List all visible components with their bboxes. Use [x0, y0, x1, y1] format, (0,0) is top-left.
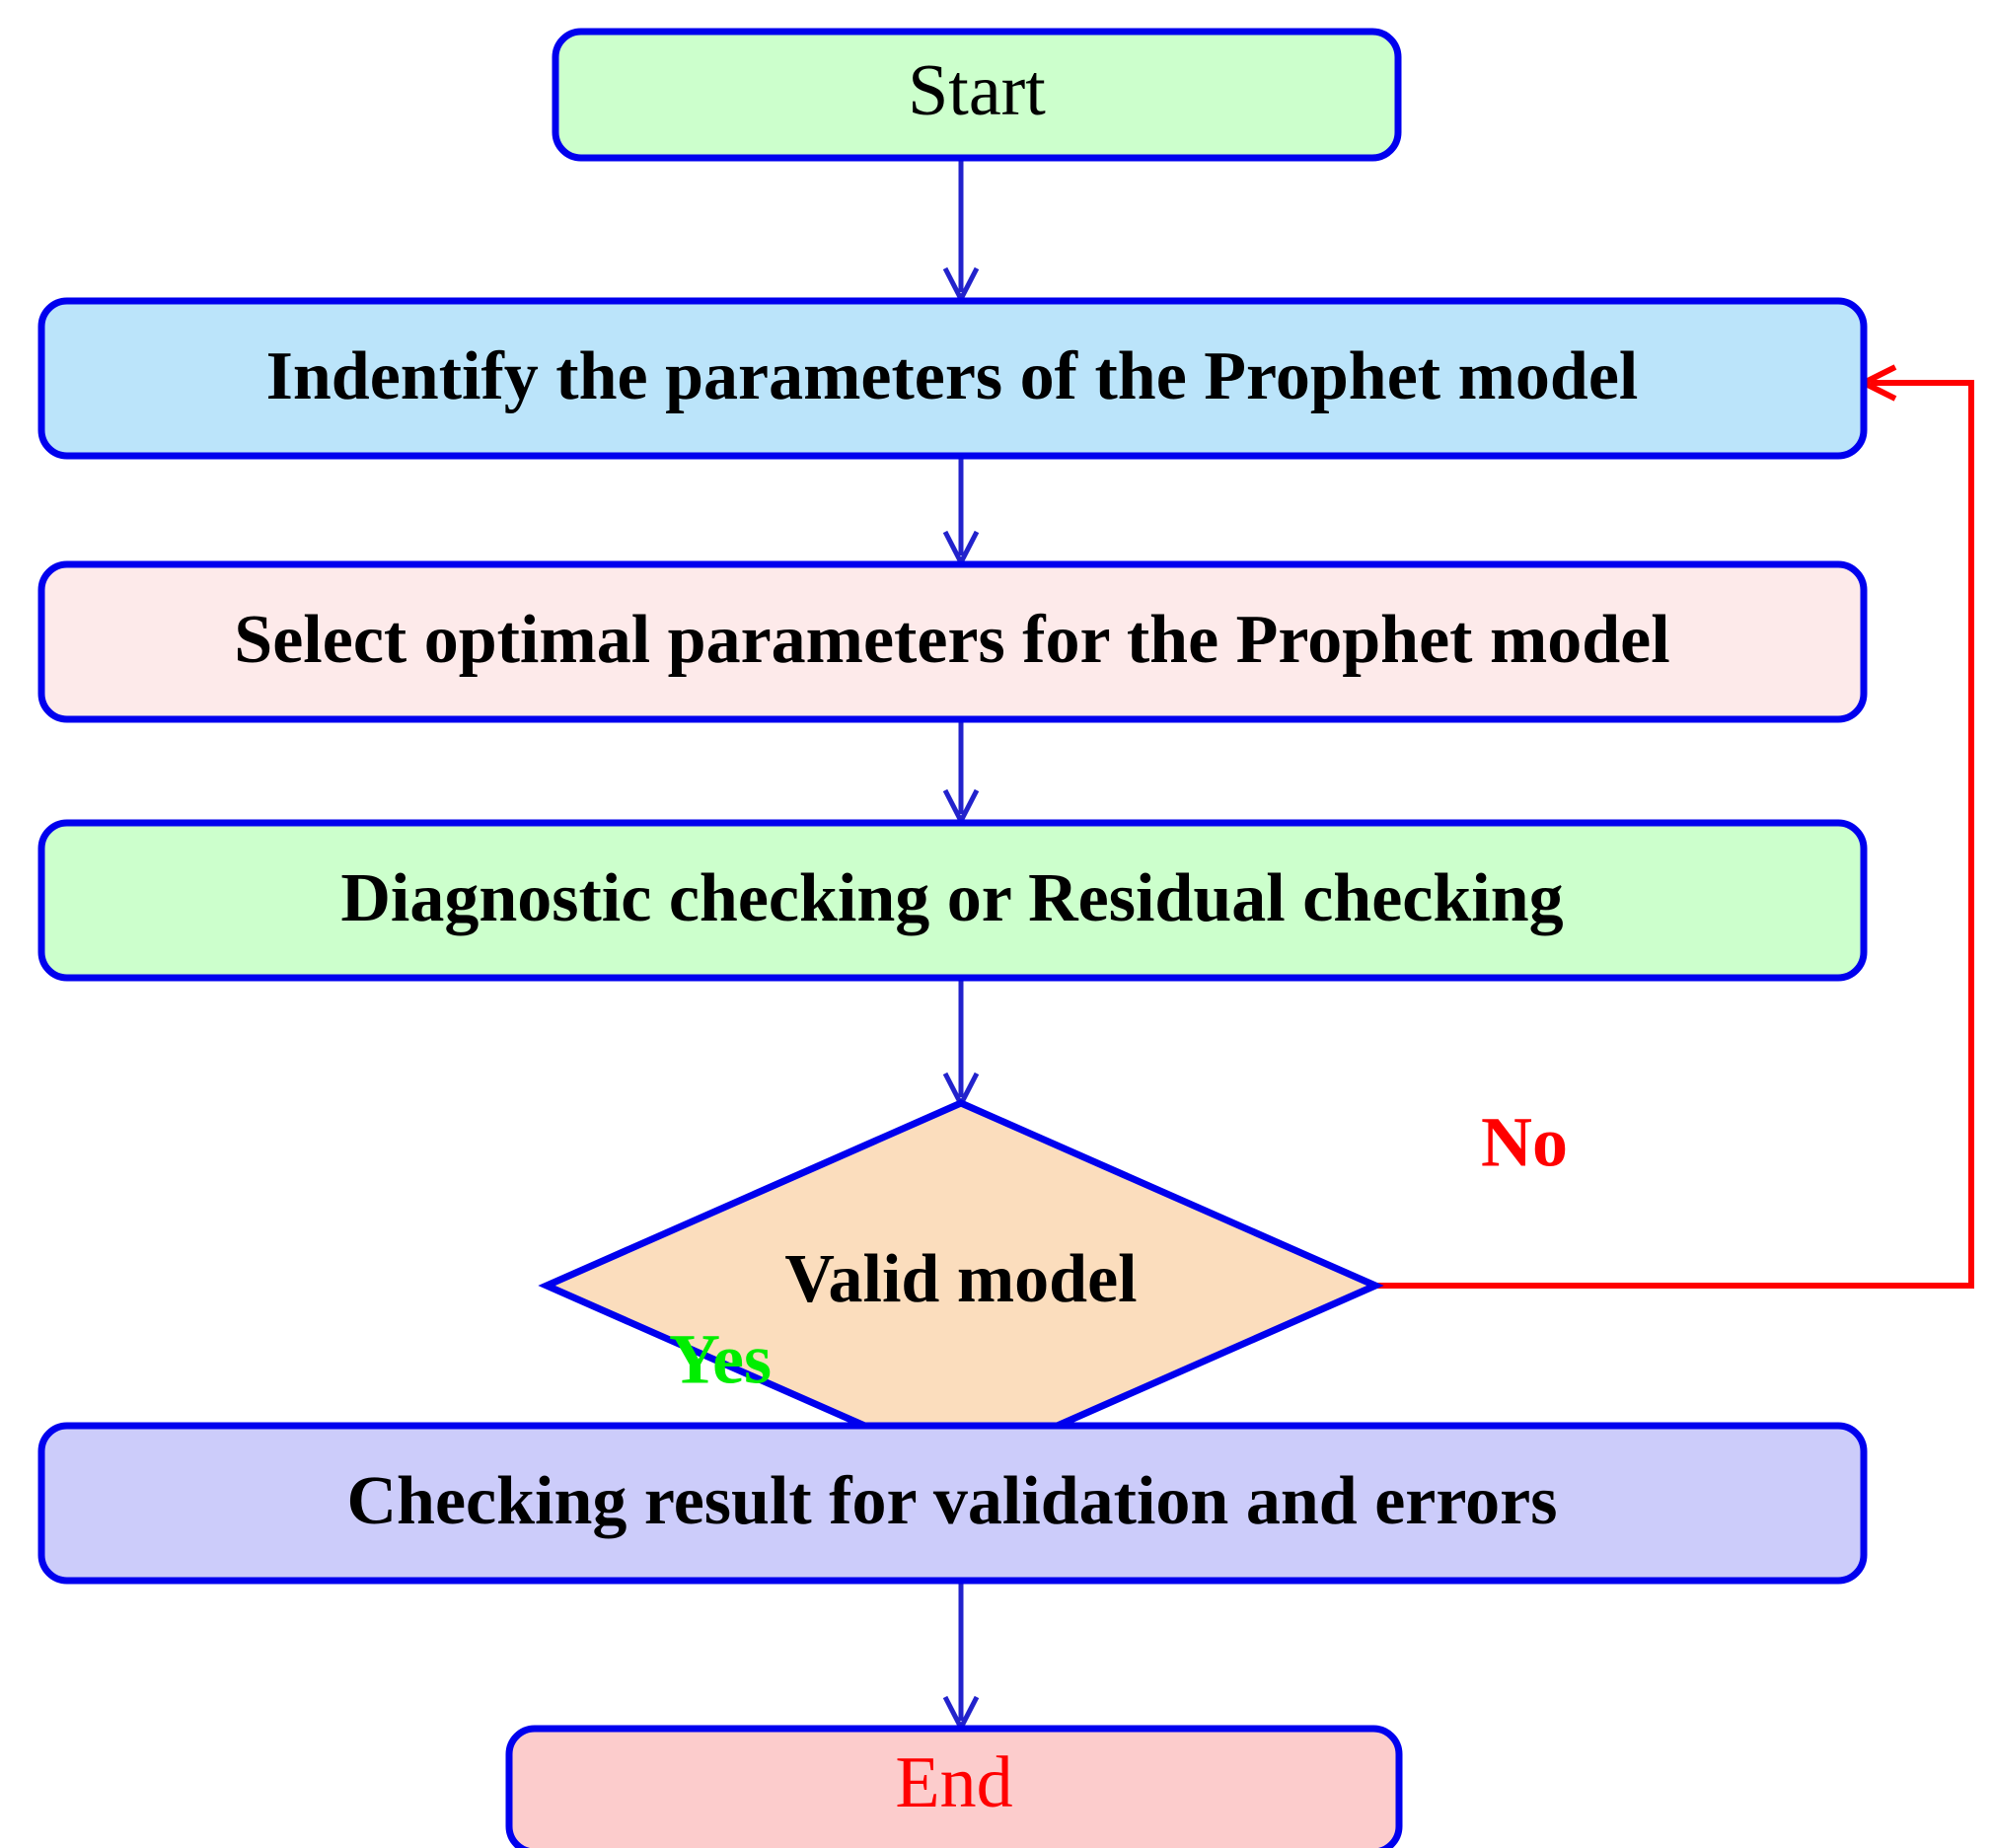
node-diagnostic[interactable]: Diagnostic checking or Residual checking: [37, 819, 1868, 982]
select-shape[interactable]: [37, 560, 1868, 723]
valid-model-label: Valid model: [784, 1241, 1137, 1317]
node-identify[interactable]: Indentify the parameters of the Prophet …: [37, 297, 1868, 460]
end-shape[interactable]: [505, 1725, 1403, 1848]
edge-select-to-diagnostic: [942, 719, 980, 827]
node-valid-model[interactable]: Valid model: [538, 1099, 1384, 1472]
identify-label: Indentify the parameters of the Prophet …: [266, 338, 1639, 414]
checking-result-shape[interactable]: [37, 1422, 1868, 1585]
node-start[interactable]: Start: [552, 28, 1402, 162]
edge-diagnostic-to-valid: [942, 978, 980, 1110]
end-label: End: [895, 1742, 1012, 1823]
checking-result-label: Checking result for validation and error…: [347, 1463, 1558, 1539]
diagnostic-shape[interactable]: [37, 819, 1868, 982]
edge-label-yes: Yes: [669, 1320, 772, 1399]
edge-label-no: No: [1481, 1103, 1568, 1182]
select-label: Select optimal parameters for the Prophe…: [234, 602, 1669, 678]
node-checking-result[interactable]: Checking result for validation and error…: [37, 1422, 1868, 1585]
start-shape[interactable]: [552, 28, 1402, 162]
start-label: Start: [908, 50, 1046, 131]
node-select[interactable]: Select optimal parameters for the Prophe…: [37, 560, 1868, 723]
identify-shape[interactable]: [37, 297, 1868, 460]
edge-identify-to-select: [942, 456, 980, 568]
diagnostic-label: Diagnostic checking or Residual checking: [340, 860, 1563, 936]
edge-start-to-identify: [942, 158, 980, 305]
edge-checking-to-end: [942, 1581, 980, 1734]
node-end[interactable]: End: [505, 1725, 1403, 1848]
